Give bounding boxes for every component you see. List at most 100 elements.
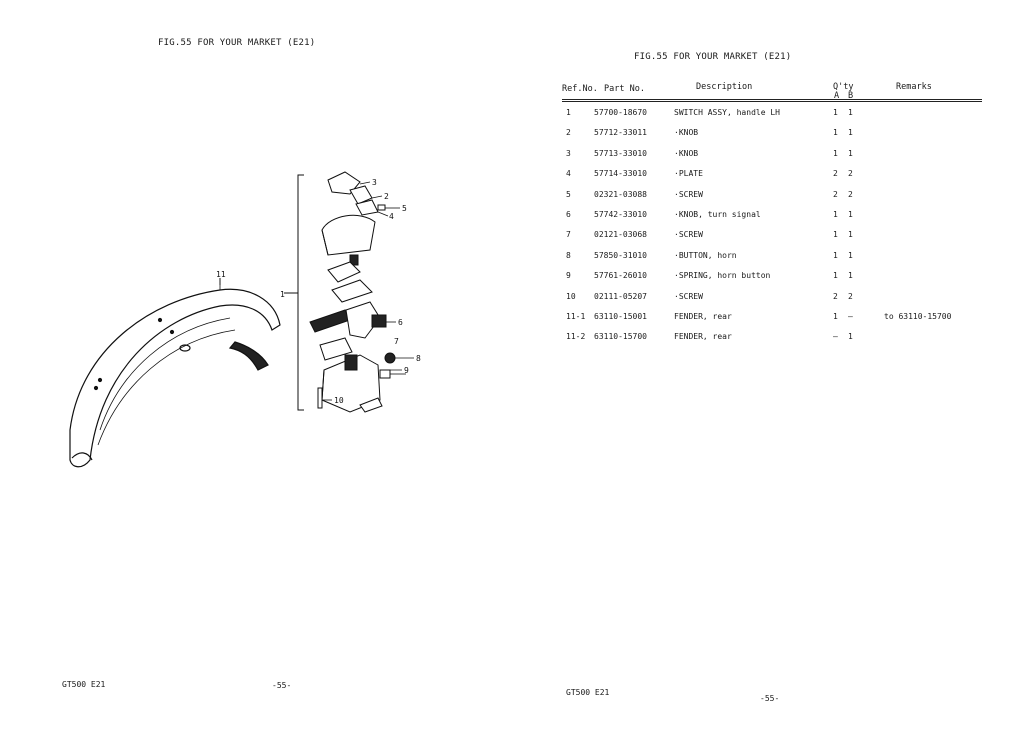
part-no: 63110-15001: [594, 311, 647, 321]
part-no: 02321-03088: [594, 189, 647, 199]
ref-no: 6: [566, 209, 571, 219]
qty-a: 1: [833, 311, 838, 321]
callout-4: 4: [389, 212, 394, 221]
qty-a: 1: [833, 250, 838, 260]
ref-no: 3: [566, 148, 571, 158]
qty-b: 1: [848, 271, 853, 281]
fig-title: FIG.55 FOR YOUR MARKET (E21): [158, 38, 316, 48]
qty-a: 2: [833, 189, 838, 199]
header-qty-a: A: [834, 91, 840, 101]
footer-model: GT500 E21: [62, 680, 106, 689]
callout-7: 7: [394, 337, 399, 346]
part-no: 57700-18670: [594, 108, 647, 117]
ref-no: 11-1: [566, 311, 586, 321]
parts-diagram: 11 1 3 2 4 5 6 7 8 9 10: [69, 171, 421, 468]
footer-model: GT500 E21: [566, 688, 610, 697]
callout-5: 5: [402, 204, 407, 213]
rear-fender-drawing: [69, 278, 281, 468]
callout-1: 1: [280, 290, 285, 299]
qty-a: 1: [833, 230, 838, 240]
callout-9: 9: [404, 366, 409, 375]
qty-b: 1: [848, 250, 853, 260]
description: ·PLATE: [674, 169, 703, 179]
qty-b: 1: [848, 148, 853, 158]
ref-no: 7: [566, 230, 571, 240]
qty-b: 1: [848, 108, 853, 117]
callout-8: 8: [416, 354, 421, 363]
qty-b: 1: [848, 128, 853, 138]
description: SWITCH ASSY, handle LH: [674, 108, 780, 117]
description: ·SPRING, horn button: [674, 271, 771, 281]
qty-b: 2: [848, 169, 853, 179]
left-page: FIG.55 FOR YOUR MARKET (E21): [62, 38, 421, 690]
part-no: 57712-33011: [594, 128, 647, 138]
qty-b: 2: [848, 189, 853, 199]
ref-no: 10: [566, 291, 576, 301]
ref-no: 1: [566, 108, 571, 117]
description: ·BUTTON, horn: [674, 250, 737, 260]
header-remarks: Remarks: [896, 82, 932, 92]
qty-b: 1: [848, 209, 853, 219]
part-no: 57714-33010: [594, 169, 647, 179]
qty-a: 2: [833, 169, 838, 179]
parts-table: Ref.No. Part No. Description Q'ty A B Re…: [562, 80, 982, 347]
description: FENDER, rear: [674, 332, 732, 342]
callout-10: 10: [334, 396, 344, 405]
description: ·SCREW: [674, 189, 703, 199]
header-rule-double: [562, 101, 982, 102]
switch-assy-drawing: [309, 171, 396, 413]
header-rule: [562, 99, 982, 100]
callout-6: 6: [398, 318, 403, 327]
part-no: 57742-33010: [594, 209, 647, 219]
header-qty: Q'ty: [833, 82, 854, 92]
table-header: Ref.No. Part No. Description Q'ty A B Re…: [562, 80, 982, 102]
ref-no: 2: [566, 128, 571, 138]
qty-b: 2: [848, 291, 853, 301]
header-qty-b: B: [848, 91, 854, 101]
ref-no: 8: [566, 250, 571, 260]
description: ·KNOB: [674, 148, 699, 158]
description: ·SCREW: [674, 291, 703, 301]
ref-no: 9: [566, 271, 571, 281]
qty-b: 1: [848, 230, 853, 240]
description: FENDER, rear: [674, 311, 732, 321]
part-no: 57850-31010: [594, 250, 647, 260]
qty-b: 1: [848, 332, 853, 342]
qty-a: 1: [833, 209, 838, 219]
ref-no: 5: [566, 189, 571, 199]
description: ·SCREW: [674, 230, 703, 240]
switch-assy-bracket: [284, 174, 304, 411]
qty-a: –: [833, 332, 838, 342]
part-no: 63110-15700: [594, 332, 647, 342]
callout-labels: 11 1 3 2 4 5 6 7 8 9 10: [216, 178, 421, 405]
footer-page-number: -55-: [760, 694, 780, 703]
part-no: 57761-26010: [594, 271, 647, 281]
qty-a: 1: [833, 148, 838, 158]
qty-a: 1: [833, 108, 838, 117]
qty-b: –: [848, 311, 853, 321]
ref-no: 11-2: [566, 332, 586, 342]
callout-2: 2: [384, 192, 389, 201]
fig-title: FIG.55 FOR YOUR MARKET (E21): [634, 52, 792, 62]
header-part-no: Part No.: [604, 84, 645, 94]
part-no: 02121-03068: [594, 230, 647, 240]
header-description: Description: [696, 82, 753, 92]
callout-3: 3: [372, 178, 377, 187]
footer-page-number: -55-: [272, 681, 292, 690]
leader-lines: [219, 181, 414, 401]
part-no: 57713-33010: [594, 148, 647, 158]
callout-11: 11: [216, 270, 226, 279]
part-no: 02111-05207: [594, 291, 647, 301]
qty-a: 1: [833, 271, 838, 281]
